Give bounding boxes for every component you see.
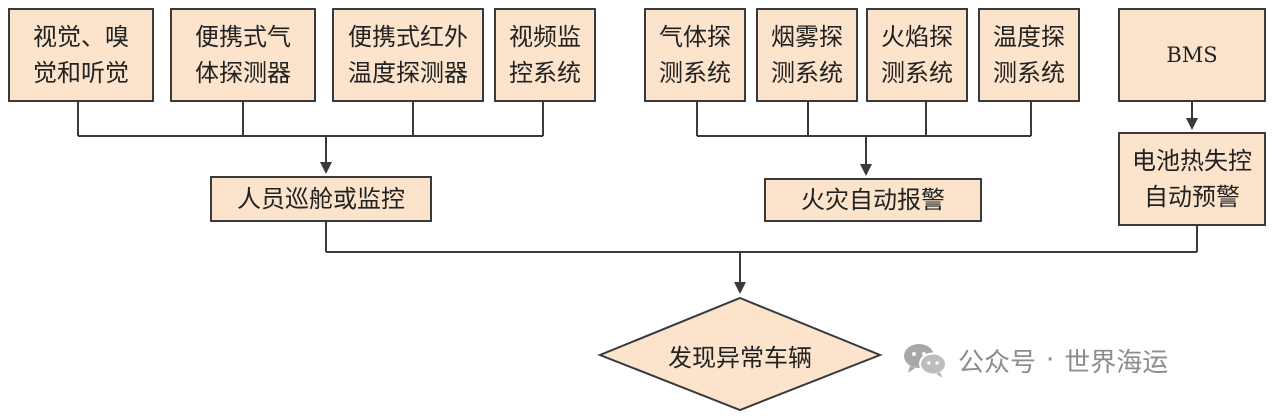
box-label-line: 测系统 bbox=[881, 59, 953, 87]
box-label-line: 视觉、嗅 bbox=[33, 23, 129, 51]
box-label-line: 控系统 bbox=[509, 59, 581, 87]
watermark-account-label: 公众号 bbox=[958, 347, 1037, 378]
node-battery-thermal-runaway-warning: 电池热失控 自动预警 bbox=[1118, 132, 1266, 226]
source-temperature-detection: 温度探 测系统 bbox=[978, 8, 1080, 102]
box-label-line: 便携式红外 bbox=[348, 23, 468, 51]
source-video-monitoring: 视频监 控系统 bbox=[494, 8, 596, 102]
source-visual-smell-hearing: 视觉、嗅 觉和听觉 bbox=[8, 8, 154, 102]
box-label-line: 火灾自动报警 bbox=[801, 186, 945, 214]
node-fire-auto-alarm: 火灾自动报警 bbox=[764, 178, 982, 222]
box-label-line: 人员巡舱或监控 bbox=[237, 185, 405, 213]
box-label-line: 视频监 bbox=[509, 23, 581, 51]
box-label-line: 便携式气 bbox=[195, 23, 291, 51]
result-label: 发现异常车辆 bbox=[668, 343, 812, 372]
source-bms: BMS bbox=[1118, 8, 1266, 102]
box-label-line: 电池热失控 bbox=[1132, 147, 1252, 175]
watermark: 公众号 · 世界海运 bbox=[902, 338, 1168, 382]
wechat-icon bbox=[904, 344, 947, 378]
watermark-separator: · bbox=[1046, 345, 1055, 375]
node-patrol-or-monitor: 人员巡舱或监控 bbox=[210, 176, 432, 222]
source-portable-ir-temp-detector: 便携式红外 温度探测器 bbox=[332, 8, 484, 102]
watermark-name: 世界海运 bbox=[1064, 347, 1169, 378]
box-label-line: 测系统 bbox=[993, 59, 1065, 87]
source-flame-detection: 火焰探 测系统 bbox=[866, 8, 968, 102]
box-label-line: 温度探 bbox=[993, 23, 1065, 51]
box-label-line: BMS bbox=[1166, 43, 1218, 67]
box-label-line: 火焰探 bbox=[881, 23, 953, 51]
source-smoke-detection: 烟雾探 测系统 bbox=[756, 8, 858, 102]
box-label-line: 测系统 bbox=[659, 59, 731, 87]
source-gas-detection: 气体探 测系统 bbox=[644, 8, 746, 102]
box-label-line: 觉和听觉 bbox=[33, 59, 129, 87]
result-diamond bbox=[597, 296, 883, 412]
box-label-line: 测系统 bbox=[771, 59, 843, 87]
box-label-line: 自动预警 bbox=[1144, 183, 1240, 211]
box-label-line: 气体探 bbox=[659, 23, 731, 51]
box-label-line: 温度探测器 bbox=[348, 59, 468, 87]
box-label-line: 烟雾探 bbox=[771, 23, 843, 51]
source-portable-gas-detector: 便携式气 体探测器 bbox=[170, 8, 316, 102]
box-label-line: 体探测器 bbox=[195, 59, 291, 87]
